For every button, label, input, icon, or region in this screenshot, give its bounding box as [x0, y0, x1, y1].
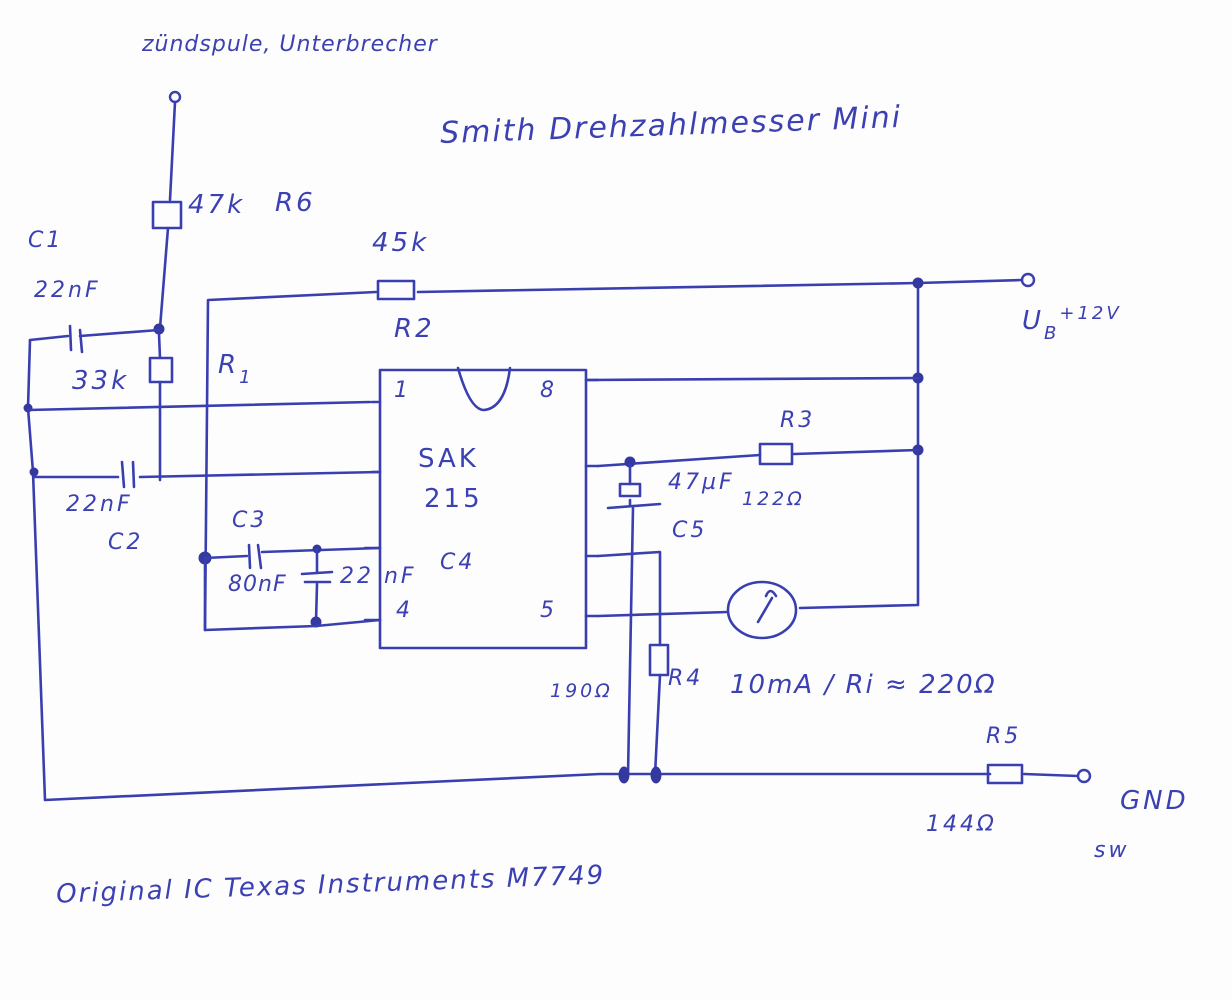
node-gnd-1 [618, 766, 630, 784]
r1-value: 33k [72, 366, 130, 396]
ic-pin5: 5 [540, 598, 557, 623]
meter-icon [726, 580, 798, 640]
c2-ref: C2 [108, 530, 144, 555]
wire-r2 [203, 278, 1024, 632]
r4-value: 190Ω [550, 680, 613, 702]
c1-value: 22nF [34, 278, 101, 303]
ground-terminal [1076, 768, 1092, 784]
r2-ref: R2 [394, 314, 435, 344]
supply-terminal [1020, 272, 1036, 288]
r1-ref-main: R [218, 350, 240, 380]
input-label: zündspule, Unterbrecher [142, 32, 438, 57]
ic-pin4: 4 [396, 598, 413, 623]
r1-ref: R1 [218, 350, 254, 388]
ground-note: sw [1094, 838, 1130, 863]
resistor-r2 [376, 279, 416, 301]
wire-meter [596, 610, 730, 618]
capacitor-c4 [300, 547, 334, 624]
ic-name-2: 215 [424, 484, 483, 514]
r4-ref: R4 [668, 666, 704, 691]
capacitor-c5-plus [618, 482, 642, 498]
input-terminal [168, 90, 182, 104]
capacitor-c1 [68, 324, 84, 354]
wire-r6-node [158, 226, 170, 330]
capacitor-c3 [247, 543, 263, 570]
ic-pin1: 1 [394, 378, 411, 403]
ic-pin8: 8 [540, 378, 557, 403]
ic-sak215 [378, 368, 588, 650]
c5-ref: C5 [672, 518, 708, 543]
c1-ref: C1 [28, 228, 64, 253]
resistor-r4 [648, 643, 670, 677]
wire-right-rail [798, 281, 920, 610]
c4-value: 22 nF [340, 564, 417, 589]
c3-value: 80nF [228, 572, 287, 597]
wire-r1 [157, 332, 162, 482]
capacitor-c5-plate [606, 502, 662, 777]
r2-value: 45k [372, 228, 430, 258]
node-gnd-2 [650, 766, 662, 784]
ground-label: GND [1120, 786, 1189, 816]
wire-pin4 [203, 558, 382, 632]
wire-r3 [596, 448, 920, 468]
wire-c1 [28, 328, 161, 342]
meter-needle [756, 589, 778, 624]
r3-value: 122Ω [742, 488, 805, 510]
capacitor-c2 [120, 460, 136, 489]
wire-c3 [203, 546, 382, 560]
wire-input [168, 100, 177, 202]
c2-value: 22nF [66, 492, 133, 517]
node-right-1 [912, 277, 924, 289]
meter-spec: 10mA / Ri ≈ 220Ω [730, 670, 997, 700]
supply-voltage: +12V [1059, 303, 1122, 324]
c3-ref: C3 [232, 508, 268, 533]
wire-pin1 [26, 400, 372, 412]
ic-notch [456, 366, 512, 412]
r6-ref: R6 [275, 188, 316, 218]
supply-sub: B [1044, 323, 1060, 344]
r1-ref-sub: 1 [239, 367, 254, 388]
r5-value: 144Ω [926, 812, 997, 837]
supply-label: UB+12V [1022, 303, 1122, 344]
wire-pin8 [586, 376, 920, 382]
resistor-r5 [986, 763, 1024, 785]
r6-value: 47k [188, 190, 246, 220]
ic-name-1: SAK [418, 444, 479, 474]
resistor-r6 [151, 200, 183, 230]
wire-ground [43, 772, 1080, 802]
wire-left-rail [26, 338, 47, 802]
c5-value: 47µF [668, 470, 735, 495]
wire-c2 [32, 470, 382, 479]
supply-main: U [1022, 306, 1045, 336]
resistor-r1 [148, 356, 174, 384]
resistor-r3 [758, 442, 794, 466]
node-left-2 [29, 467, 39, 477]
r5-ref: R5 [986, 724, 1022, 749]
c4-ref: C4 [440, 550, 476, 575]
r3-ref: R3 [780, 408, 816, 433]
